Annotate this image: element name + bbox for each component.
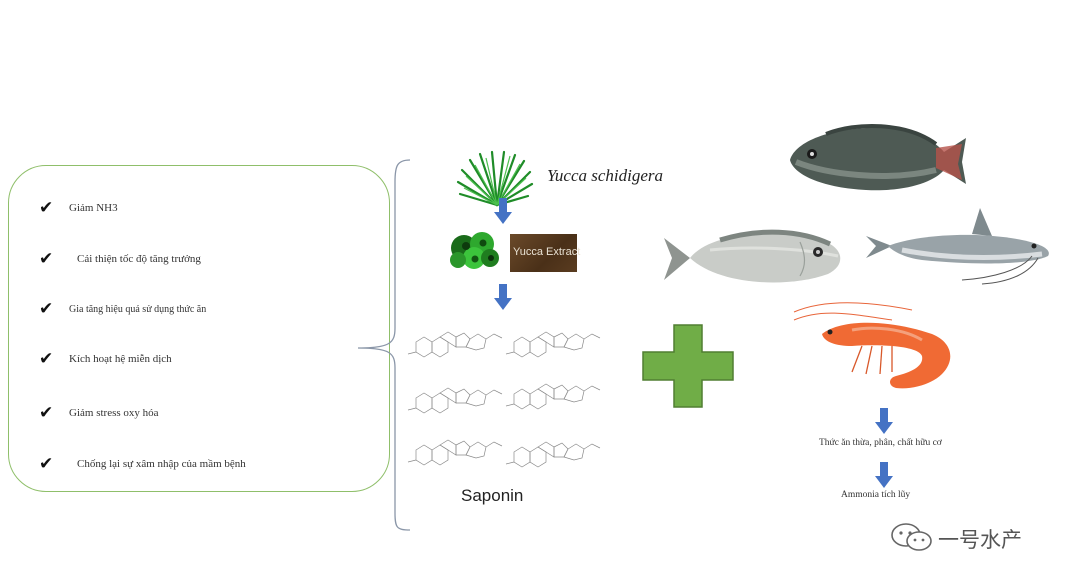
benefit-item: ✔ Gia tăng hiệu quả sử dụng thức ăn xyxy=(39,299,206,319)
benefit-text: Giảm NH3 xyxy=(69,202,118,214)
curly-brace xyxy=(357,159,411,531)
down-arrow-icon xyxy=(494,284,512,310)
benefit-item: ✔ Chống lại sự xâm nhập của mầm bệnh xyxy=(39,454,246,474)
check-icon: ✔ xyxy=(39,299,54,319)
benefit-text: Chống lại sự xâm nhập của mầm bệnh xyxy=(77,458,246,470)
benefit-text: Kích hoạt hệ miễn dịch xyxy=(69,353,172,365)
saponin-label: Saponin xyxy=(461,486,524,505)
benefit-text: Giảm stress oxy hóa xyxy=(69,407,159,419)
ammonia-label: Ammonia tích lũy xyxy=(841,490,911,500)
cell-cluster-icon xyxy=(450,232,499,269)
plant-name: Yucca schidigera xyxy=(547,166,664,185)
seabream-fish-icon xyxy=(664,229,841,283)
check-icon: ✔ xyxy=(39,454,54,474)
waste-label: Thức ăn thừa, phân, chất hữu cơ xyxy=(819,438,942,448)
check-icon: ✔ xyxy=(39,198,54,218)
benefit-item: ✔ Kích hoạt hệ miễn dịch xyxy=(39,349,172,369)
benefit-item: ✔ Giảm stress oxy hóa xyxy=(39,403,159,423)
saponin-structures xyxy=(407,331,601,468)
check-icon: ✔ xyxy=(39,249,54,269)
benefits-box: ✔ Giảm NH3 ✔ Cải thiện tốc độ tăng trưởn… xyxy=(8,165,390,492)
down-arrow-icon xyxy=(494,198,512,224)
check-icon: ✔ xyxy=(39,403,54,423)
extract-label: Yucca Extract xyxy=(513,246,581,258)
shrimp-icon xyxy=(793,302,951,389)
wechat-icon xyxy=(891,523,932,551)
benefit-text: Gia tăng hiệu quả sử dụng thức ăn xyxy=(69,303,207,315)
yucca-extract-box: Yucca Extract xyxy=(510,234,581,272)
plus-icon xyxy=(642,324,734,408)
benefit-item: ✔ Giảm NH3 xyxy=(39,198,118,218)
catfish-icon xyxy=(866,208,1049,285)
check-icon: ✔ xyxy=(39,349,54,369)
benefit-text: Cải thiện tốc độ tăng trưởng xyxy=(77,253,201,265)
benefit-item: ✔ Cải thiện tốc độ tăng trưởng xyxy=(39,249,201,269)
down-arrow-icon xyxy=(875,408,893,434)
down-arrow-icon xyxy=(875,462,893,488)
tilapia-fish-icon xyxy=(790,124,966,191)
watermark-text: 一号水产 xyxy=(938,528,1022,552)
